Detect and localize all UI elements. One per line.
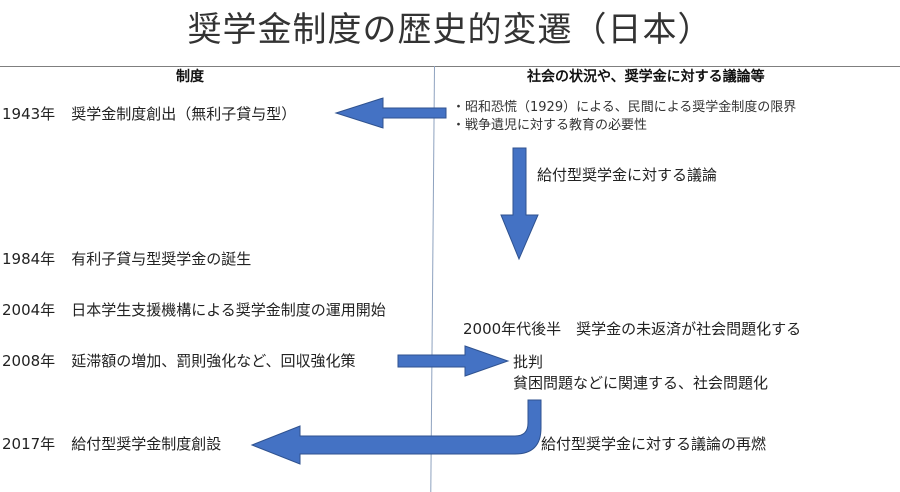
column-header-context: 社会の状況や、奨学金に対する議論等	[527, 69, 765, 85]
column-header-system: 制度	[176, 69, 204, 85]
event-row-2004: 2004年日本学生支援機構による奨学金制度の運用開始	[2, 299, 386, 320]
event-row-2008: 2008年延滞額の増加、罰則強化など、回収強化策	[2, 350, 355, 371]
event-text: 奨学金制度創出（無利子貸与型）	[71, 105, 297, 123]
event-year: 2004年	[2, 301, 56, 319]
event-row-1984: 1984年有利子貸与型奨学金の誕生	[2, 248, 251, 269]
bent-arrow-2017	[250, 399, 542, 465]
page-title: 奨学金制度の歴史的変遷（日本）	[187, 10, 713, 50]
right-arrow-2008	[397, 345, 510, 377]
down-arrow-debate	[500, 147, 539, 261]
event-year: 1984年	[2, 250, 56, 268]
event-row-2017: 2017年給付型奨学金制度創設	[2, 433, 221, 454]
event-text: 給付型奨学金制度創設	[71, 435, 222, 453]
context-bullet-depression: ・昭和恐慌（1929）による、民間による奨学金制度の限界	[452, 100, 797, 115]
event-text: 日本学生支援機構による奨学金制度の運用開始	[71, 301, 386, 319]
context-criticism: 批判	[513, 353, 544, 371]
event-text: 延滞額の増加、罰則強化など、回収強化策	[71, 352, 356, 370]
event-year: 2008年	[2, 352, 56, 370]
left-arrow-1943	[334, 97, 447, 129]
event-year: 2017年	[2, 435, 56, 453]
event-row-1943: 1943年奨学金制度創出（無利子貸与型）	[2, 103, 296, 124]
context-late-2000s: 2000年代後半 奨学金の未返済が社会問題化する	[463, 320, 802, 338]
context-revival: 給付型奨学金に対する議論の再燃	[541, 435, 767, 453]
context-bullet-orphans: ・戦争遺児に対する教育の必要性	[452, 118, 648, 133]
header-rule	[0, 66, 900, 67]
event-year: 1943年	[2, 105, 56, 123]
context-poverty: 貧困問題などに関連する、社会問題化	[513, 374, 769, 392]
event-text: 有利子貸与型奨学金の誕生	[71, 250, 252, 268]
context-debate: 給付型奨学金に対する議論	[537, 166, 718, 184]
